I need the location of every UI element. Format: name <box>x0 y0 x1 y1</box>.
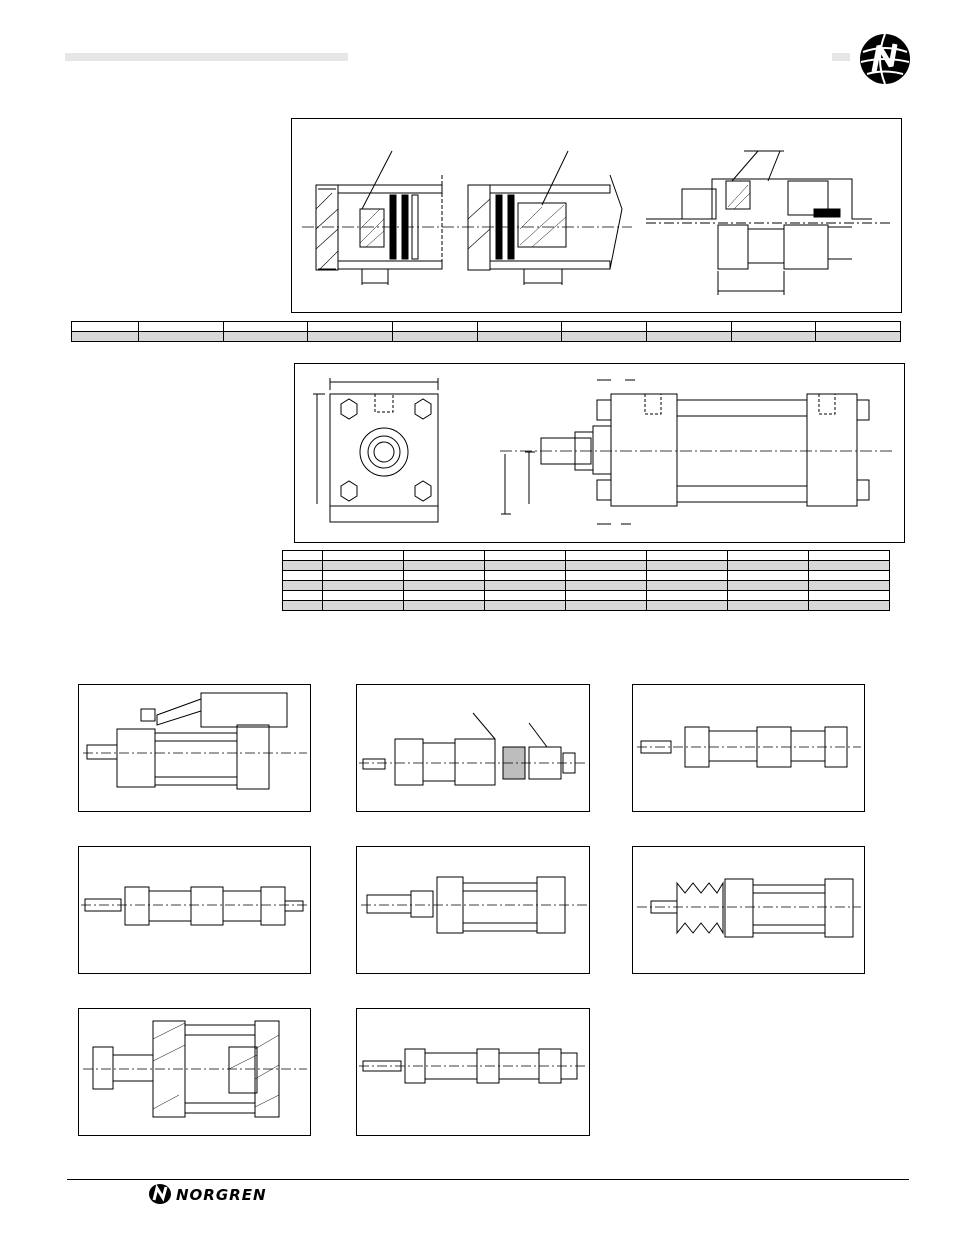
mounting-dimension-drawing <box>294 363 905 543</box>
norgren-n-icon <box>148 1183 172 1205</box>
cylinder-option-rod-boot <box>632 846 865 974</box>
cylinder-option-oversize-rod <box>356 846 590 974</box>
header-page-tab <box>832 53 850 61</box>
cylinder-option-multi-position <box>356 1008 590 1136</box>
dimension-table <box>282 550 890 611</box>
cylinder-option-cutaway <box>78 1008 311 1136</box>
seal-table <box>71 321 901 342</box>
norgren-wordmark: NORGREN <box>176 1186 267 1204</box>
cylinder-option-double-rod <box>78 846 311 974</box>
cylinder-option-rod-lock <box>78 684 311 812</box>
norgren-globe-logo-icon <box>857 32 913 86</box>
cylinder-option-rod-end-coupler <box>356 684 590 812</box>
cushioning-section-drawing <box>291 118 902 313</box>
header-title-bar <box>65 53 348 61</box>
cylinder-option-tandem <box>632 684 865 812</box>
footer-rule <box>67 1179 909 1180</box>
